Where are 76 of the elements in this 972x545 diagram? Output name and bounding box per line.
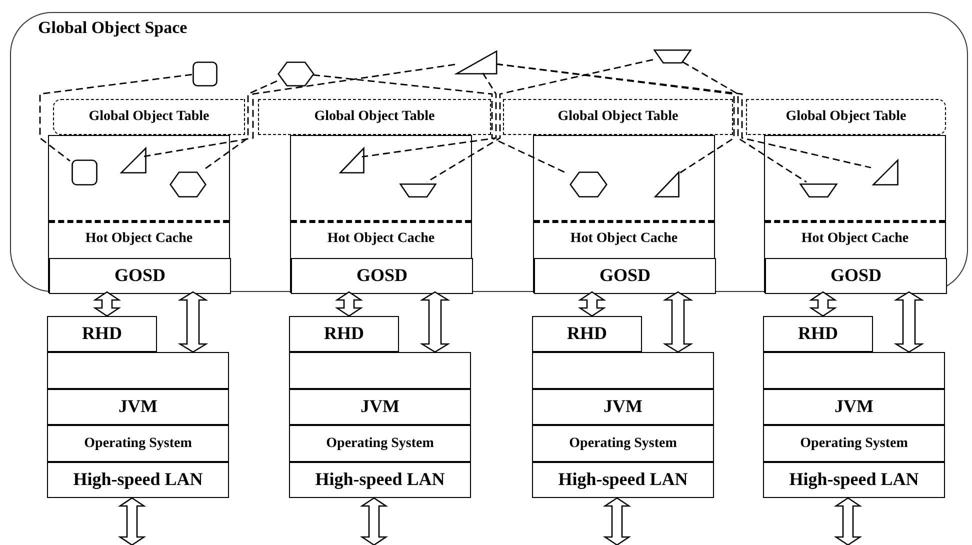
dashed-link — [203, 80, 278, 171]
double-arrow — [602, 497, 632, 545]
object-triangle — [873, 160, 898, 185]
stack-layer: High-speed LAN — [47, 462, 229, 498]
node-panel — [764, 135, 946, 293]
stack-layer — [763, 352, 945, 389]
object-table-region — [746, 99, 946, 135]
cache-label: Hot Object Cache — [800, 231, 910, 246]
dashed-link — [144, 64, 456, 158]
double-arrow — [178, 291, 208, 353]
double-arrow — [894, 291, 924, 353]
object-trapezoid — [800, 184, 837, 197]
cache-label: Hot Object Cache — [84, 231, 194, 246]
node-panel — [290, 135, 472, 293]
stack-layer: Operating System — [47, 425, 229, 462]
double-arrow — [662, 291, 694, 353]
dashed-link — [312, 74, 568, 174]
stack-layer: RHD — [47, 316, 157, 352]
stack-layer: Operating System — [763, 425, 945, 462]
stack-layer: RHD — [532, 316, 642, 352]
node-panel — [48, 135, 230, 293]
stack-layer — [47, 352, 229, 389]
stack-layer: JVM — [532, 389, 714, 425]
stack-layer: JVM — [763, 389, 945, 425]
double-arrow — [334, 291, 364, 317]
stack-layer: GOSD — [534, 258, 716, 294]
table-label: Global Object Table — [88, 109, 210, 125]
node-panel — [533, 135, 715, 293]
table-label: Global Object Table — [558, 109, 678, 125]
object-trapezoid — [400, 184, 436, 197]
object-triangle — [655, 172, 679, 197]
object-table-region — [503, 99, 733, 135]
dashed-link — [682, 61, 807, 183]
object-table-region — [53, 99, 245, 135]
dashed-link — [362, 72, 497, 158]
object-square — [193, 62, 217, 86]
double-arrow — [834, 497, 862, 545]
table-label: Global Object Table — [314, 109, 435, 125]
object-triangle — [340, 148, 364, 173]
dashed-link — [496, 63, 872, 168]
object-trapezoid — [654, 50, 691, 63]
object-triangle — [456, 51, 497, 74]
stack-layer: Operating System — [532, 425, 714, 462]
object-space-region — [10, 12, 968, 292]
object-triangle — [121, 148, 146, 173]
double-arrow — [808, 291, 838, 317]
dashed-link — [426, 58, 654, 183]
double-arrow — [578, 291, 606, 317]
stack-layer: JVM — [47, 389, 229, 425]
stack-layer: GOSD — [765, 258, 947, 294]
double-arrow — [92, 291, 122, 317]
cache-label: Hot Object Cache — [326, 231, 436, 246]
stack-layer: GOSD — [49, 258, 231, 294]
object-table-region — [258, 99, 491, 135]
stack-layer: High-speed LAN — [289, 462, 471, 498]
stack-layer: GOSD — [291, 258, 473, 294]
object-hexagon — [570, 172, 607, 197]
cache-label: Hot Object Cache — [569, 231, 679, 246]
double-arrow — [118, 497, 146, 545]
table-label: Global Object Table — [786, 109, 906, 125]
object-square — [72, 160, 97, 185]
object-hexagon — [278, 62, 314, 86]
double-arrow — [420, 291, 450, 353]
stack-layer — [289, 352, 471, 389]
stack-layer: RHD — [763, 316, 873, 352]
object-hexagon — [170, 172, 206, 197]
stack-layer: Operating System — [289, 425, 471, 462]
double-arrow — [360, 497, 388, 545]
stack-layer — [532, 352, 714, 389]
stack-layer: High-speed LAN — [532, 462, 714, 498]
stack-layer: JVM — [289, 389, 471, 425]
stack-layer: RHD — [289, 316, 399, 352]
space-title: Global Object Space — [38, 19, 188, 38]
dashed-link — [39, 74, 192, 162]
dashed-link — [496, 63, 735, 176]
stack-layer: High-speed LAN — [763, 462, 945, 498]
